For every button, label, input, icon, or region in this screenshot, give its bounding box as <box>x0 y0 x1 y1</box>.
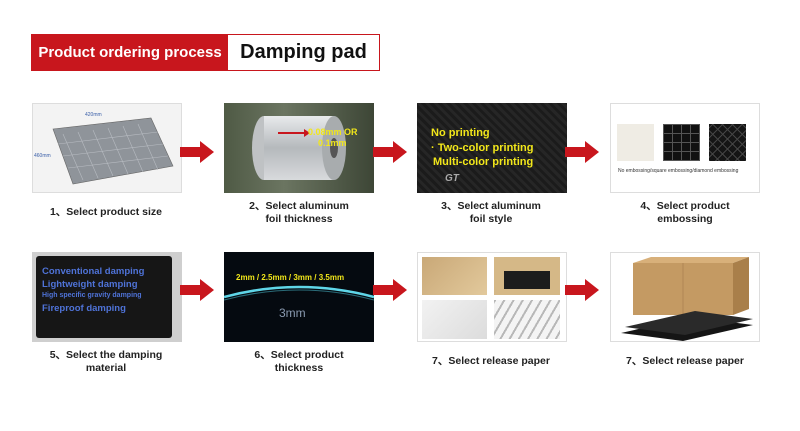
width-dimension: 420mm <box>85 112 102 118</box>
paper-white-sample <box>422 300 487 339</box>
material-lightweight: Lightweight damping <box>42 279 138 290</box>
style-no-printing: No printing <box>431 127 490 139</box>
header-banner: Product ordering process Damping pad <box>31 34 380 71</box>
carton-box-graphic <box>621 257 753 341</box>
arrow-right-icon <box>180 279 214 301</box>
arrow-right-icon <box>373 141 407 163</box>
product-title: Damping pad <box>228 35 379 70</box>
foil-roll-graphic <box>252 116 346 180</box>
step-caption: 7、Select release paper <box>432 355 550 367</box>
damping-material-image: Conventional damping Lightweight damping… <box>32 252 182 342</box>
thickness-label: 3mm <box>279 306 306 320</box>
packaging-image <box>610 252 760 342</box>
embossing-image: No embossing/square embossing/diamond em… <box>610 103 760 193</box>
thickness-image: 2mm / 2.5mm / 3mm / 3.5mm 3mm <box>224 252 374 342</box>
no-embossing-swatch <box>617 124 654 161</box>
embossing-options: No embossing/square embossing/diamond em… <box>618 168 739 174</box>
thickness-option-2: 0.1mm <box>318 138 347 148</box>
height-dimension: 460mm <box>34 153 51 159</box>
arrow-right-icon <box>180 141 214 163</box>
arrow-right-icon <box>565 279 599 301</box>
thickness-edge-graphic <box>224 285 374 301</box>
paper-tan-sample <box>422 257 487 295</box>
material-conventional: Conventional damping <box>42 266 145 277</box>
material-fireproof: Fireproof damping <box>42 303 126 314</box>
step-caption: 7、Select release paper <box>626 355 744 367</box>
paper-peel-sample <box>494 257 560 295</box>
pad-sheet-graphic <box>52 117 174 185</box>
damping-sheet <box>36 256 172 338</box>
foil-roll-image: 0.08mm OR 0.1mm <box>224 103 374 193</box>
paper-printed-sample <box>494 300 560 339</box>
square-embossing-swatch <box>663 124 700 161</box>
release-paper-image <box>417 252 567 342</box>
arrow-right-icon <box>373 279 407 301</box>
style-multi-color: Multi-color printing <box>433 156 534 168</box>
material-high-gravity: High specific gravity damping <box>42 292 142 299</box>
process-title: Product ordering process <box>32 35 228 70</box>
thickness-options: 2mm / 2.5mm / 3mm / 3.5mm <box>236 273 345 282</box>
product-size-image: 420mm 460mm <box>32 103 182 193</box>
foil-style-image: No printing · Two-color printing Multi-c… <box>417 103 567 193</box>
arrow-right-icon <box>565 141 599 163</box>
thickness-option-1: 0.08mm OR <box>308 127 358 137</box>
style-two-color: · Two-color printing <box>431 142 534 154</box>
diamond-embossing-swatch <box>709 124 746 161</box>
step-caption: 1、Select product size <box>49 206 163 218</box>
brand-logo: GT <box>445 173 459 184</box>
